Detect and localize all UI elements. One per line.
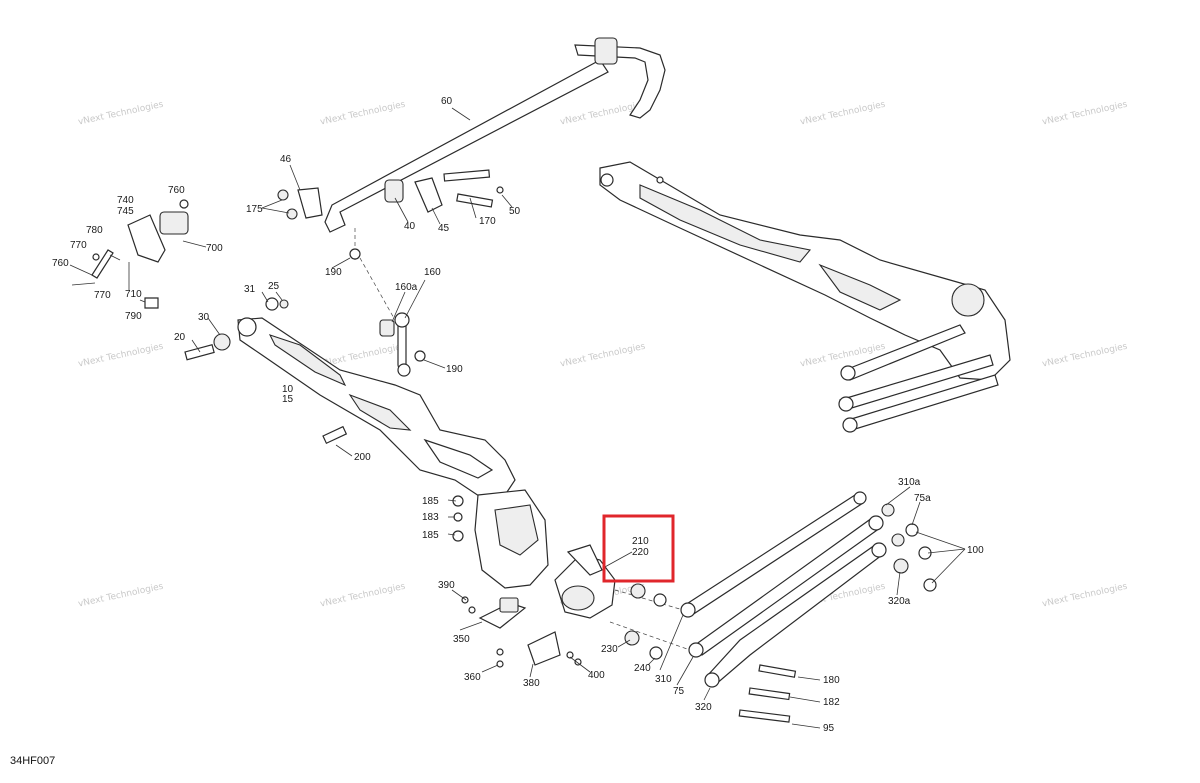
callout-10: 10 [282,384,294,395]
sway-bar-bracket [277,169,504,220]
sway-bar-link [359,257,426,377]
callout-360: 360 [464,672,481,683]
watermark: vNext Technologies [77,582,164,610]
leader-lines [69,107,966,729]
callout-180: 180 [823,675,840,686]
callout-75a: 75a [914,493,931,504]
watermark: vNext Technologies [1041,582,1128,610]
callout-95: 95 [823,723,835,734]
diagram-code: 34HF007 [10,755,56,767]
highlight-box [602,514,675,583]
callout-390: 390 [438,580,455,591]
watermark: vNext Technologies [1041,100,1128,128]
callout-100: 100 [967,545,984,556]
callout-45: 45 [438,223,450,234]
trailing-arm-left [184,297,516,501]
callout-220: 220 [632,547,649,558]
callout-230: 230 [601,644,618,655]
watermark: vNext Technologies [77,342,164,370]
callout-790: 790 [125,311,142,322]
assembled-trailing-arm [599,161,1011,433]
callout-310: 310 [655,674,672,685]
mount-brackets [461,596,582,668]
callout-15: 15 [282,394,294,405]
callout-710: 710 [125,289,142,300]
callout-40: 40 [404,221,416,232]
callout-745: 745 [117,206,134,217]
control-links [680,491,937,723]
callout-183: 183 [422,512,439,523]
callout-182: 182 [823,697,840,708]
callout-175: 175 [246,204,263,215]
sway-bar [324,37,666,262]
callout-350: 350 [453,634,470,645]
callout-760: 760 [168,185,185,196]
callout-770: 770 [70,240,87,251]
callout-25: 25 [268,281,280,292]
callout-210: 210 [632,536,649,547]
callout-700: 700 [206,243,223,254]
callout-31: 31 [244,284,256,295]
callout-320a: 320a [888,596,911,607]
callout-770: 770 [94,290,111,301]
watermark: vNext Technologies [319,100,406,128]
callout-400: 400 [588,670,605,681]
callout-labels: 60 46 175 40 45 170 50 190 740 745 760 7… [52,96,984,734]
watermark: vNext Technologies [319,582,406,610]
callout-160: 160 [424,267,441,278]
callout-190: 190 [325,267,342,278]
callout-30: 30 [198,312,210,323]
callout-170: 170 [479,216,496,227]
callout-50: 50 [509,206,521,217]
callout-75: 75 [673,686,685,697]
callout-185: 185 [422,496,439,507]
callout-185: 185 [422,530,439,541]
callout-240: 240 [634,663,651,674]
callout-46: 46 [280,154,292,165]
watermark: vNext Technologies [559,342,646,370]
callout-200: 200 [354,452,371,463]
watermark: vNext Technologies [1041,342,1128,370]
callout-320: 320 [695,702,712,713]
knuckle-assembly [452,489,691,660]
callout-740: 740 [117,195,134,206]
callout-60: 60 [441,96,453,107]
callout-760: 760 [52,258,69,269]
callout-20: 20 [174,332,186,343]
sensor-bracket [71,199,189,309]
watermark: vNext Technologies [799,100,886,128]
callout-380: 380 [523,678,540,689]
watermark: vNext Technologies [77,100,164,128]
callout-190: 190 [446,364,463,375]
callout-780: 780 [86,225,103,236]
callout-160a: 160a [395,282,418,293]
callout-310a: 310a [898,477,921,488]
